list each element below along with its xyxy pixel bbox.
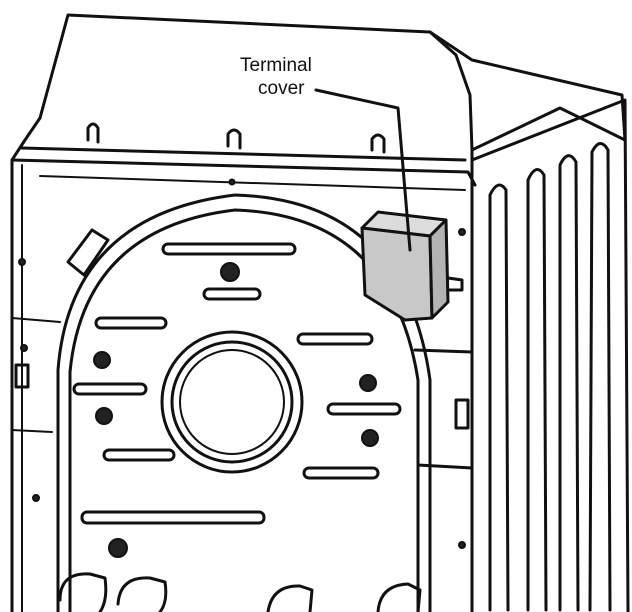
side-panel [470,98,630,612]
top-lid [10,13,627,191]
terminal-cover-label-line1: Terminal [240,55,312,76]
terminal-cover [360,210,464,322]
drum-slots [58,242,422,612]
terminal-cover-label-line2: cover [258,78,305,99]
callout-leader-line [314,88,412,252]
drum-bolts [93,262,379,558]
back-panel [10,158,474,612]
